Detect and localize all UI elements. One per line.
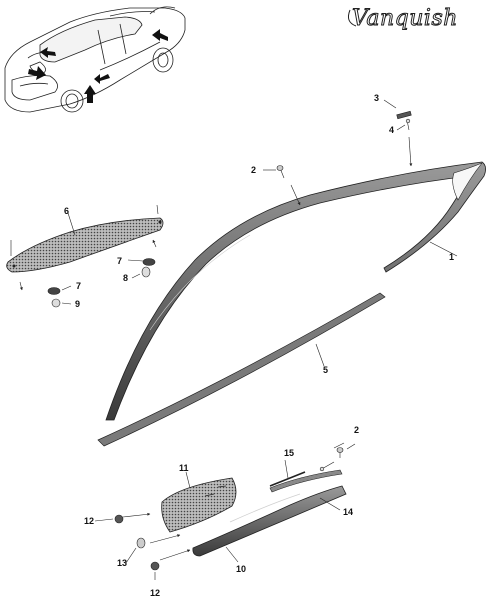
callout-11: 11 bbox=[179, 463, 189, 473]
callout-7-right: 7 bbox=[117, 256, 122, 266]
callout-8: 8 bbox=[123, 273, 128, 283]
part-3-bracket bbox=[396, 110, 412, 120]
part-7-washer-a bbox=[142, 258, 156, 266]
callout-2-lower: 2 bbox=[354, 425, 359, 435]
callout-12-lower: 12 bbox=[150, 588, 160, 598]
fasteners bbox=[47, 110, 412, 571]
black-arrow-icon bbox=[28, 29, 168, 103]
part-9-plug bbox=[51, 298, 61, 308]
part-5-lower-strip bbox=[97, 292, 386, 447]
part-2-screw-lower bbox=[336, 447, 344, 458]
part-6-grille-panel bbox=[6, 217, 164, 273]
car-overview bbox=[4, 6, 186, 113]
callout-2-upper: 2 bbox=[251, 165, 256, 175]
part-14-sill-strip bbox=[269, 469, 343, 493]
callout-5: 5 bbox=[323, 365, 328, 375]
callout-14: 14 bbox=[343, 507, 353, 517]
callout-7-left: 7 bbox=[76, 281, 81, 291]
part-15-clip bbox=[269, 471, 306, 487]
callout-15: 15 bbox=[284, 448, 294, 458]
leader-lines bbox=[10, 99, 458, 580]
part-8-plug bbox=[141, 266, 151, 278]
part-4-pin bbox=[405, 118, 411, 131]
part-12-clip-a bbox=[114, 514, 124, 524]
callout-6: 6 bbox=[64, 206, 69, 216]
callout-4: 4 bbox=[389, 125, 394, 135]
vanquish-logo: Vanquish bbox=[348, 6, 458, 32]
callout-9: 9 bbox=[75, 299, 80, 309]
callout-3: 3 bbox=[374, 93, 379, 103]
part-1-window-trim bbox=[105, 161, 486, 421]
callout-10: 10 bbox=[236, 564, 246, 574]
callout-12-upper: 12 bbox=[84, 516, 94, 526]
part-15-bolt bbox=[319, 461, 335, 472]
vanquish-logo-text: Vanquish bbox=[352, 6, 458, 31]
part-12-clip-b bbox=[150, 561, 160, 571]
callout-13: 13 bbox=[117, 558, 127, 568]
part-11-vent-grille bbox=[161, 477, 237, 533]
callout-labels: 1 2 2 3 4 5 6 7 7 8 9 10 11 12 12 13 14 … bbox=[64, 93, 454, 598]
part-7-washer-b bbox=[47, 287, 61, 295]
part-13-grommet bbox=[136, 537, 146, 549]
part-2-screw-upper bbox=[276, 165, 285, 179]
callout-1: 1 bbox=[449, 252, 454, 262]
part-10-sill-trim bbox=[192, 485, 347, 557]
